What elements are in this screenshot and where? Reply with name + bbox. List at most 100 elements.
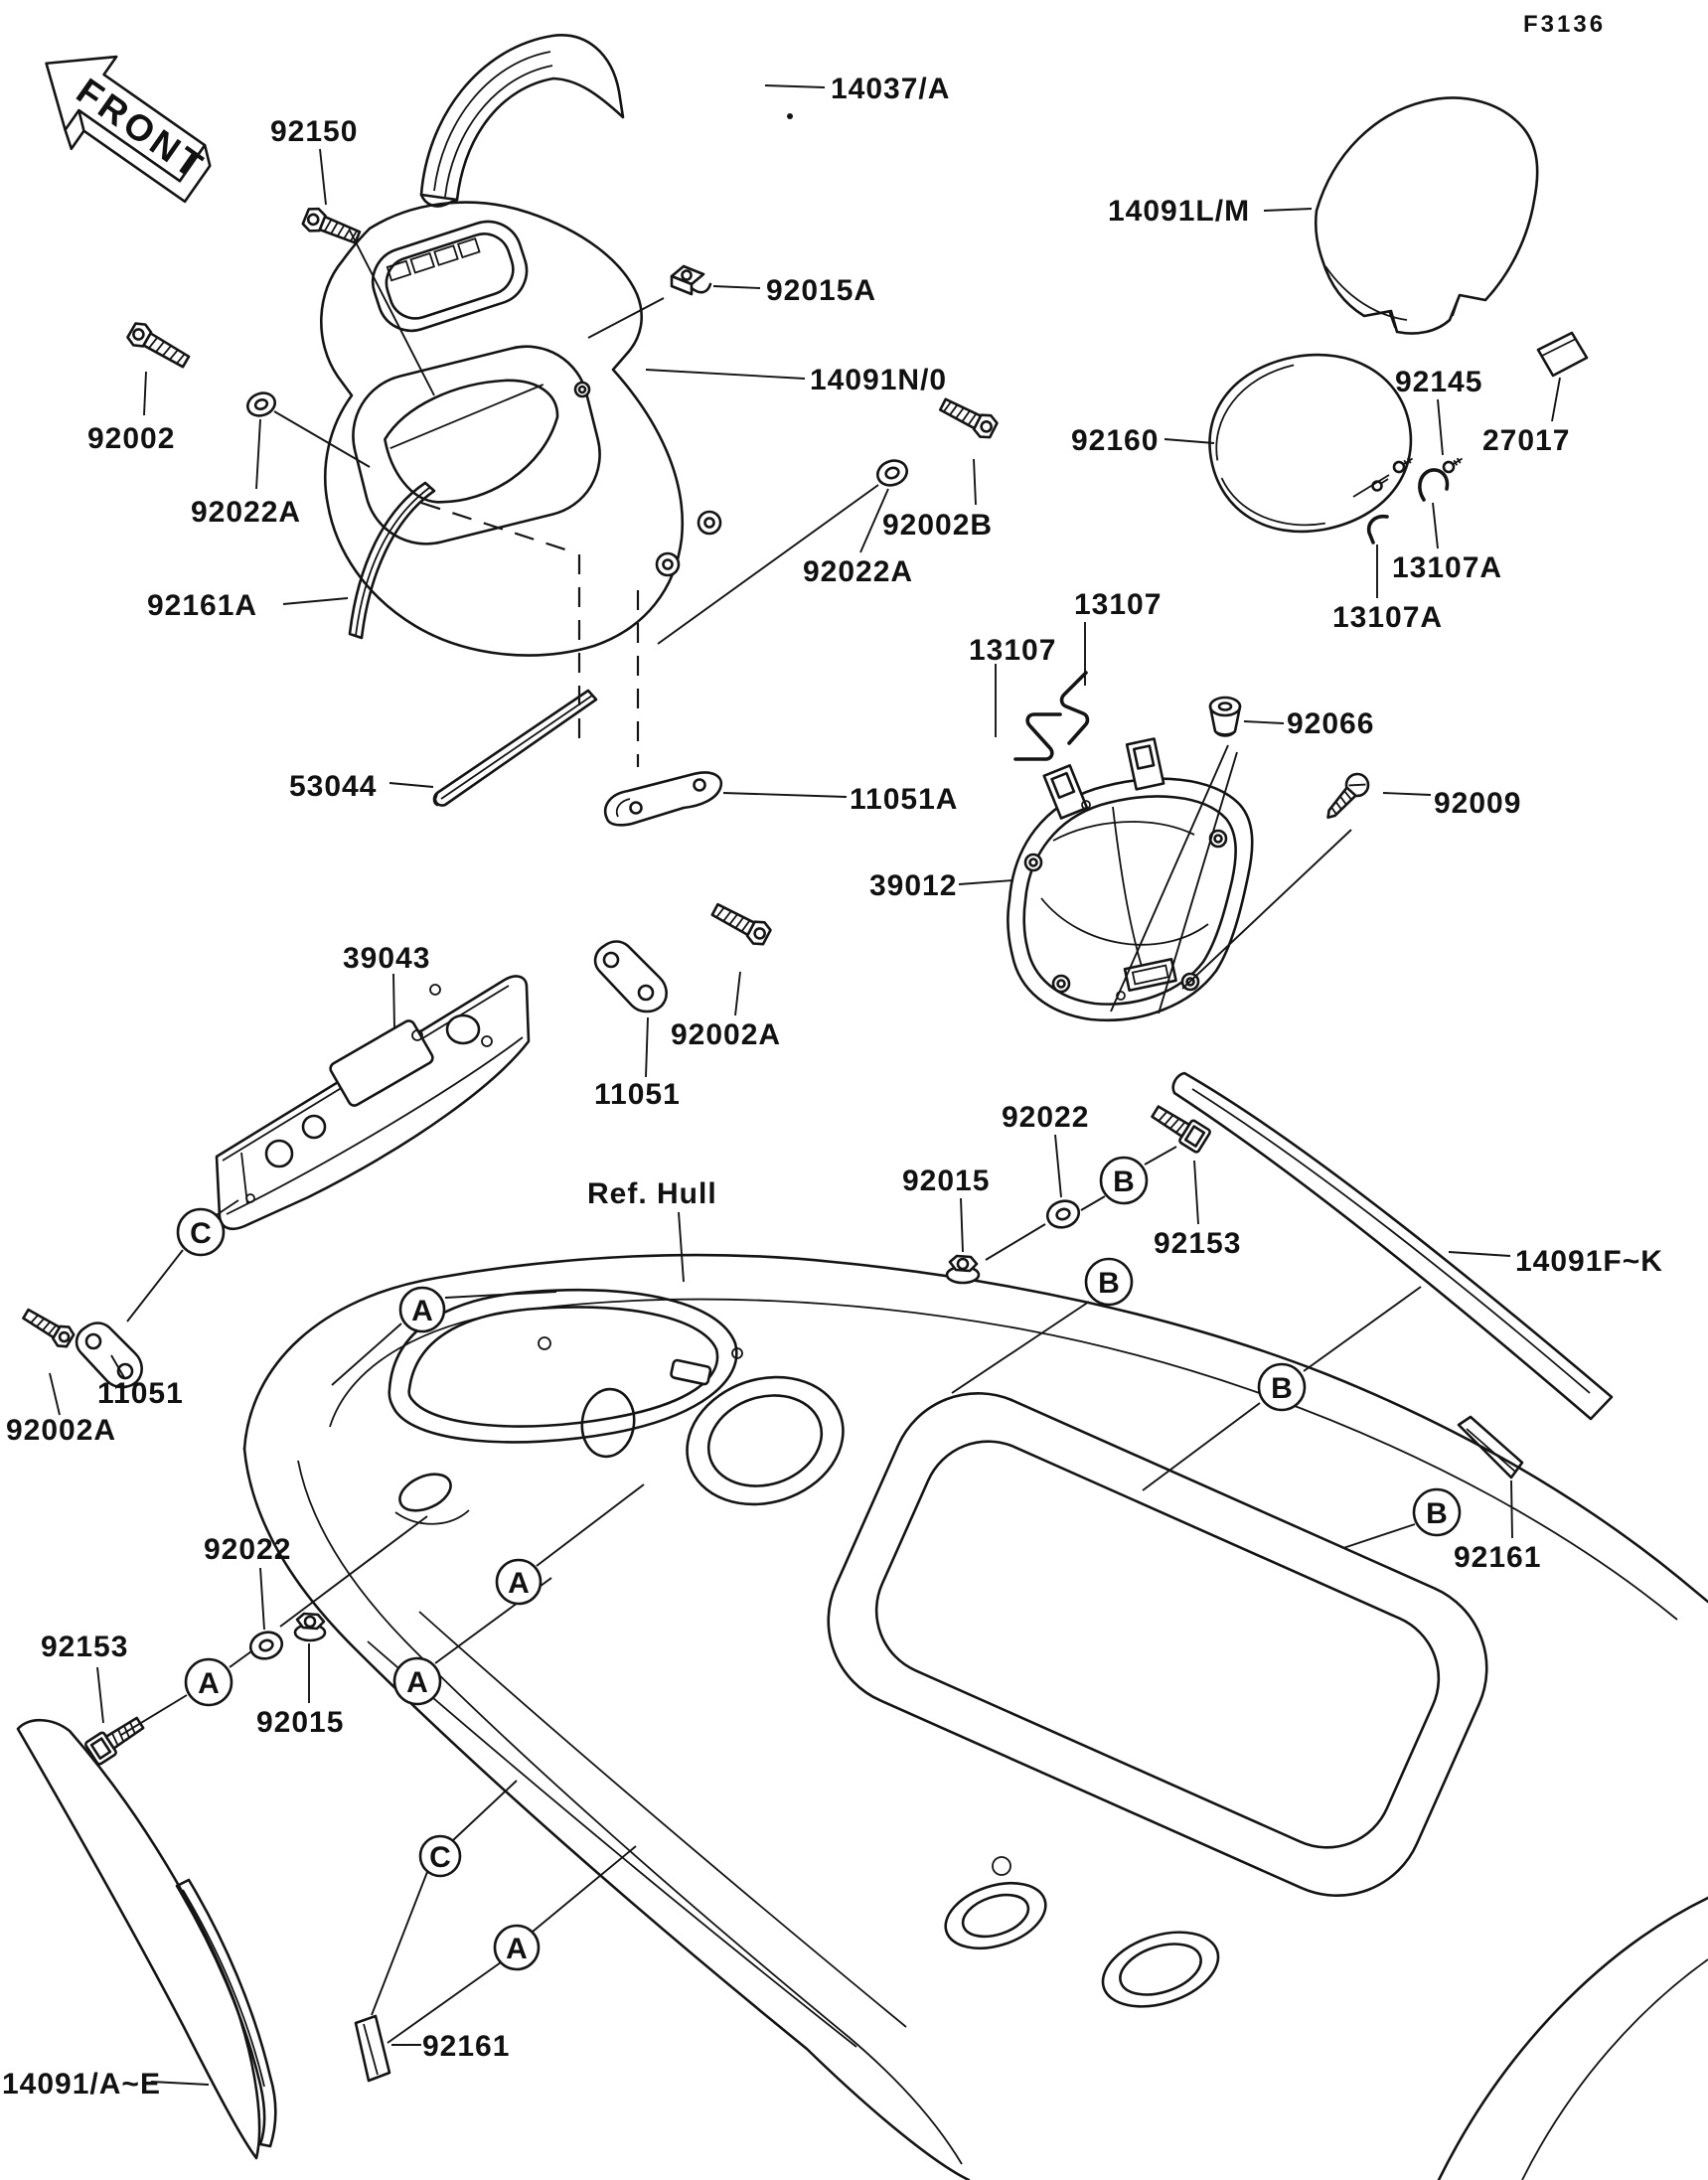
clip-13107A-left (1366, 514, 1389, 545)
plug-92066 (1208, 696, 1242, 737)
bolt-92002 (126, 322, 191, 369)
label-92022-right: 92022 (1002, 1101, 1089, 1134)
bracket-11051-mid (593, 940, 668, 1013)
bolt-92002B (938, 397, 999, 439)
label-92153-right: 92153 (1154, 1227, 1241, 1260)
label-92002: 92002 (87, 422, 175, 455)
label-92009: 92009 (1434, 787, 1521, 820)
label-11051A: 11051A (850, 783, 958, 816)
bolt-92150 (301, 207, 362, 244)
label-14091LM: 14091L/M (1108, 195, 1250, 228)
callout-a-hatch: A (398, 1286, 446, 1333)
washer-92022-bottomleft (248, 1631, 284, 1660)
front-direction-arrow: FRONT (45, 55, 213, 204)
svg-text:B: B (1098, 1267, 1120, 1300)
label-11051-mid: 11051 (594, 1078, 681, 1111)
strip-92161-right (1457, 1415, 1524, 1479)
screws-92145 (1352, 457, 1464, 498)
bar-53044 (432, 689, 598, 807)
callout-b-4: B (1412, 1487, 1462, 1537)
figure-code: F3136 (1523, 11, 1606, 38)
washer-92022A-mid (876, 459, 908, 487)
washer-92022-right (1045, 1199, 1081, 1229)
label-92161-bottom: 92161 (422, 2030, 510, 2063)
hatch-cover-14091LM (1314, 96, 1539, 335)
cowling-14091N0 (320, 201, 722, 657)
callout-c-2: C (418, 1834, 462, 1878)
callout-a-2: A (392, 1656, 442, 1706)
callout-c-1: C (176, 1207, 226, 1257)
label-14091FK: 14091F~K (1515, 1245, 1663, 1278)
callout-b-3: B (1257, 1362, 1307, 1412)
hidden-assembly-dashed-lines (420, 501, 640, 767)
sponson-14091AE (16, 1718, 277, 2160)
meter-bucket-39012 (1007, 737, 1254, 1022)
label-14091N0: 14091N/0 (810, 364, 947, 396)
callout-a-3: A (495, 1558, 543, 1606)
part-labels: 92150 14037/A 92015A 14091N/0 14091L/M 9… (2, 73, 1663, 2101)
svg-text:C: C (190, 1217, 212, 1250)
label-92015-bottomleft: 92015 (256, 1706, 344, 1739)
label-13107A-left: 13107A (1332, 601, 1443, 634)
bolt-92002A-mid (710, 902, 772, 946)
bolt-92002A-left (22, 1308, 76, 1348)
wire-13107-b (1059, 671, 1090, 745)
panel-39043 (215, 975, 531, 1230)
label-92145: 92145 (1395, 366, 1482, 398)
clip-13107A-right (1418, 468, 1450, 502)
label-14091AE: 14091/A~E (2, 2068, 161, 2101)
svg-text:B: B (1113, 1166, 1135, 1198)
label-92161-right: 92161 (1454, 1541, 1541, 1574)
callout-a-1: A (184, 1657, 233, 1707)
label-13107A-right: 13107A (1392, 551, 1502, 584)
label-92022-bottomleft: 92022 (204, 1533, 291, 1566)
callout-circles: C A B B B B A A A C A (176, 1156, 1462, 1971)
washer-92022A-left (246, 391, 276, 417)
seal-92160 (1208, 353, 1413, 534)
label-13107-lower: 13107 (969, 634, 1056, 667)
windshield-14037 (419, 34, 793, 208)
screw-92009 (1326, 772, 1370, 819)
leader-lines (49, 84, 1561, 2086)
trim-strip-14091FK (1171, 1071, 1614, 1421)
label-92015A: 92015A (766, 274, 876, 307)
svg-text:B: B (1271, 1372, 1293, 1405)
svg-text:A: A (508, 1567, 530, 1600)
label-92015-right: 92015 (902, 1165, 990, 1197)
label-92022A-left: 92022A (191, 496, 301, 529)
label-92002B: 92002B (882, 509, 993, 542)
label-92161A: 92161A (147, 589, 257, 622)
svg-text:A: A (198, 1667, 220, 1700)
wire-13107-a (1013, 712, 1062, 761)
svg-text:A: A (506, 1933, 528, 1965)
bolt-92153-bottomleft (84, 1716, 145, 1766)
clip-nut-92015A (670, 264, 712, 296)
svg-text:C: C (429, 1841, 451, 1874)
label-92160: 92160 (1071, 424, 1159, 457)
strip-92161-bottom (354, 2014, 391, 2083)
label-92022A-mid: 92022A (803, 555, 913, 588)
pad-27017 (1536, 331, 1589, 378)
label-14037A: 14037/A (831, 73, 950, 105)
bracket-11051A (603, 771, 723, 827)
nut-92015-bottomleft (293, 1612, 327, 1642)
callout-b-2: B (1084, 1257, 1134, 1307)
callout-a-4: A (493, 1924, 541, 1971)
label-39012: 39012 (869, 869, 957, 902)
nut-92015-right (945, 1254, 981, 1285)
callout-b-1: B (1099, 1156, 1149, 1205)
label-39043: 39043 (343, 942, 430, 975)
label-92002A-left: 92002A (6, 1414, 116, 1447)
label-11051-left: 11051 (97, 1377, 184, 1410)
label-92150: 92150 (270, 115, 358, 148)
label-53044: 53044 (289, 770, 377, 803)
label-27017: 27017 (1482, 424, 1570, 457)
label-92153-bottomleft: 92153 (41, 1631, 128, 1663)
strip-92161A (348, 481, 436, 640)
label-92066: 92066 (1287, 707, 1374, 740)
label-ref-hull: Ref. Hull (587, 1177, 717, 1210)
svg-text:A: A (406, 1666, 428, 1699)
svg-text:A: A (411, 1295, 433, 1327)
